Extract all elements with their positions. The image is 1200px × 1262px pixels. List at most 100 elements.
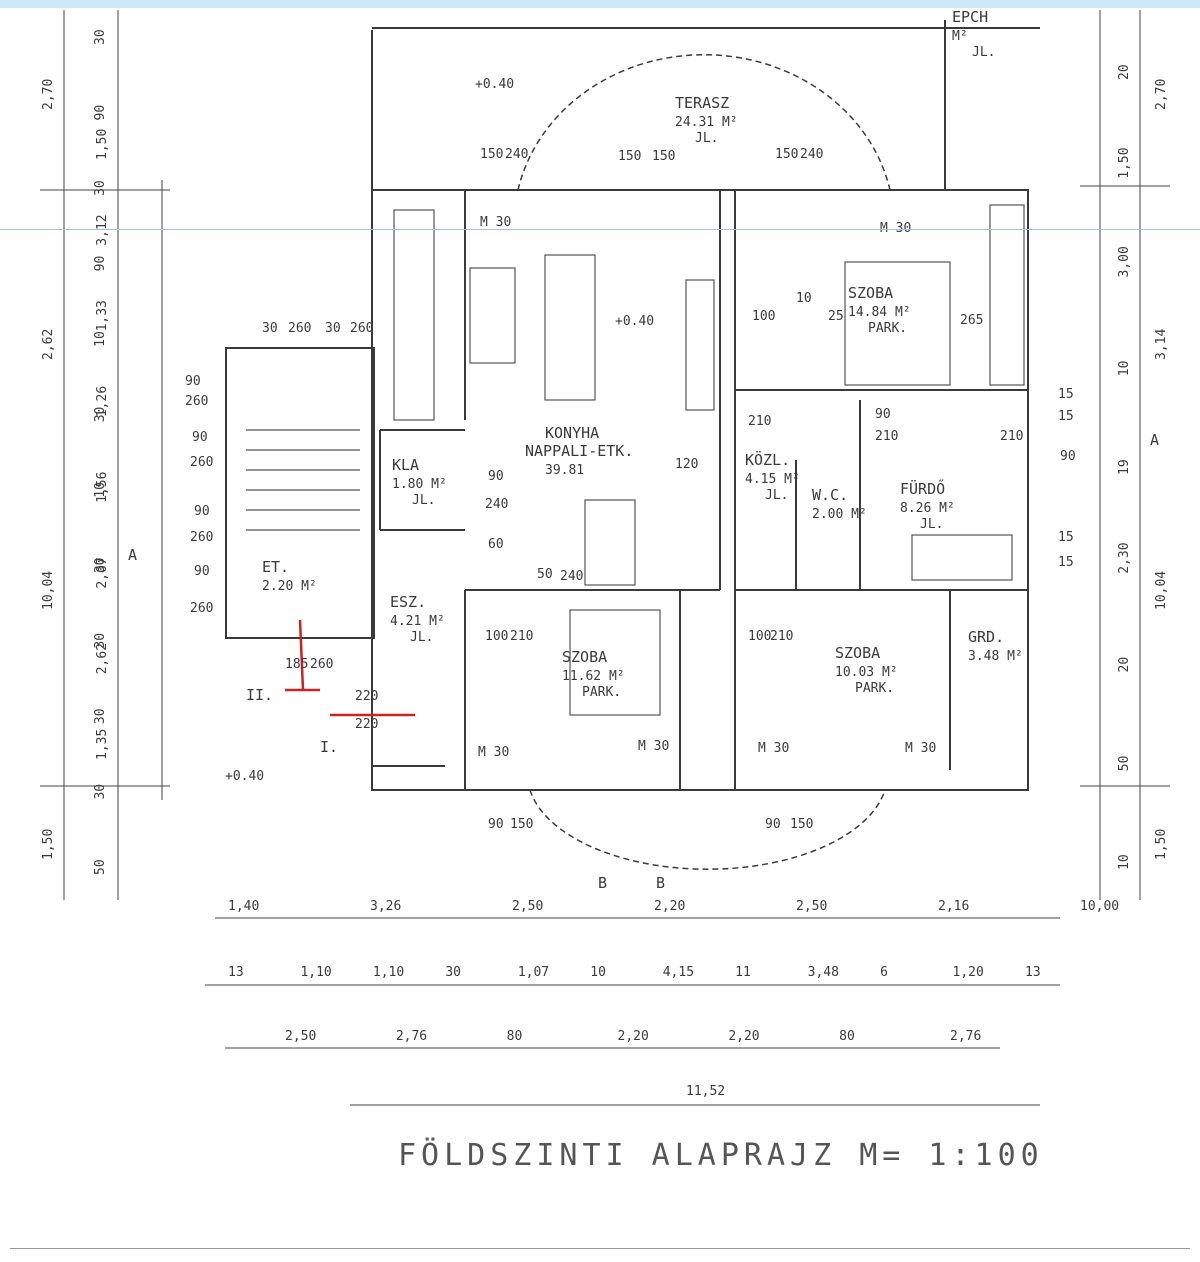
opening-dim: 60 [488, 537, 504, 552]
section-mark: I. [320, 738, 338, 756]
room-area: 2.00 M² [812, 507, 867, 522]
room-area: 3.48 M² [968, 649, 1023, 664]
room-area: 4.15 M² [745, 472, 800, 487]
opening-dim: 260 [190, 530, 213, 545]
opening-dim: M 30 [480, 215, 511, 230]
dim-bottom-1: 3,26 [370, 899, 401, 914]
dim-left-small: 50 [93, 859, 108, 875]
dim-right-outer: 3,14 [1154, 329, 1169, 360]
dim-bottom-3: 2,50 [285, 1029, 316, 1044]
room-name: KÖZL. [745, 450, 790, 469]
opening-dim: 260 [310, 657, 333, 672]
opening-dim: 210 [1000, 429, 1023, 444]
opening-dim: 90 [1060, 449, 1076, 464]
opening-dim: 90 [875, 407, 891, 422]
top-strip [0, 0, 1200, 8]
room-name: KLA [392, 456, 419, 474]
dim-right-inner: 19 [1117, 459, 1132, 475]
dim-bottom-2: 1,10 [300, 965, 331, 980]
dim-bottom-3: 80 [839, 1029, 855, 1044]
room-floor: PARK. [868, 321, 907, 336]
opening-dim: 100 [485, 629, 508, 644]
furniture [246, 204, 1025, 716]
opening-dim: 210 [748, 414, 771, 429]
opening-dim: 220 [355, 717, 378, 732]
room-floor: JL. [920, 517, 943, 532]
room-area: 8.26 M² [900, 501, 955, 516]
room-area: 39.81 [545, 463, 584, 478]
room-subname: NAPPALI-ETK. [525, 442, 633, 460]
room-area: 4.21 M² [390, 614, 445, 629]
opening-dim: 210 [510, 629, 533, 644]
opening-dim: 260 [288, 321, 311, 336]
dim-bottom-2: 1,10 [373, 965, 404, 980]
dim-right-inner: 20 [1117, 657, 1132, 673]
room-area: 10.03 M² [835, 665, 898, 680]
section-mark: A [1150, 431, 1159, 449]
dim-left-inner: 2,62 [95, 643, 110, 674]
dim-bottom-2: 30 [445, 965, 461, 980]
dim-bottom-3: 2,76 [950, 1029, 981, 1044]
opening-dim: 90 [488, 469, 504, 484]
terrace-arcs [517, 53, 891, 870]
room-name: TERASZ [675, 94, 729, 112]
drawing-title: FÖLDSZINTI ALAPRAJZ M= 1:100 [398, 1137, 1044, 1173]
room-area: M² [952, 29, 968, 44]
dim-left-inner: 3,12 [95, 214, 110, 245]
level-label: +0.40 [615, 314, 654, 329]
opening-dim: 90 [194, 504, 210, 519]
opening-dim: 50 [537, 567, 553, 582]
room-name: SZOBA [835, 644, 880, 662]
opening-dim: M 30 [905, 741, 936, 756]
opening-dim: 150 [790, 817, 813, 832]
room-floor: PARK. [855, 681, 894, 696]
dim-left-small: 10 [93, 331, 108, 347]
opening-dim: 210 [875, 429, 898, 444]
opening-dim: 150 [652, 149, 675, 164]
dim-bottom-2: 6 [880, 965, 888, 980]
room-area: 1.80 M² [392, 477, 447, 492]
opening-dim: 90 [192, 430, 208, 445]
opening-dim: 210 [770, 629, 793, 644]
room-name: ESZ. [390, 593, 426, 611]
section-mark: A [128, 546, 137, 564]
level-label: +0.40 [475, 77, 514, 92]
dim-left-outer: 10,04 [41, 571, 56, 610]
dim-bottom-1: 10,00 [1080, 899, 1119, 914]
dim-left-small: 30 [93, 558, 108, 574]
dim-bottom-2: 10 [590, 965, 606, 980]
opening-dim: 100 [748, 629, 771, 644]
dim-left-small: 10 [93, 482, 108, 498]
dim-left-small: 30 [93, 708, 108, 724]
dim-left-inner: 1,50 [95, 129, 110, 160]
dim-bottom-1: 2,50 [796, 899, 827, 914]
page-edge-line [10, 1248, 1190, 1249]
opening-dim: 260 [185, 394, 208, 409]
opening-dim: 90 [488, 817, 504, 832]
room-name: SZOBA [562, 648, 607, 666]
opening-dim: 10 [796, 291, 812, 306]
section-mark: II. [246, 686, 273, 704]
opening-dim: M 30 [478, 745, 509, 760]
section-mark: B [656, 874, 665, 892]
dim-bottom-2: 1,07 [518, 965, 549, 980]
room-floor: PARK. [582, 685, 621, 700]
dim-bottom-3: 2,20 [618, 1029, 649, 1044]
dim-left-inner: 1,56 [95, 472, 110, 503]
opening-dim: 220 [355, 689, 378, 704]
opening-dim: 240 [485, 497, 508, 512]
room-name: ET. [262, 558, 289, 576]
section-mark: B [598, 874, 607, 892]
dim-right-outer: 1,50 [1154, 829, 1169, 860]
section-marks: A A B B I. II. [128, 431, 1159, 892]
dim-bottom-1: 2,20 [654, 899, 685, 914]
dim-bottom-2: 13 [228, 965, 244, 980]
dim-bottom-2: 1,20 [953, 965, 984, 980]
guide-line [0, 229, 1200, 230]
dim-left-small: 30 [93, 784, 108, 800]
room-name: EPCH [952, 8, 988, 26]
room-area: 14.84 M² [848, 305, 911, 320]
dim-left-outer: 2,70 [41, 79, 56, 110]
opening-dim: 260 [190, 601, 213, 616]
